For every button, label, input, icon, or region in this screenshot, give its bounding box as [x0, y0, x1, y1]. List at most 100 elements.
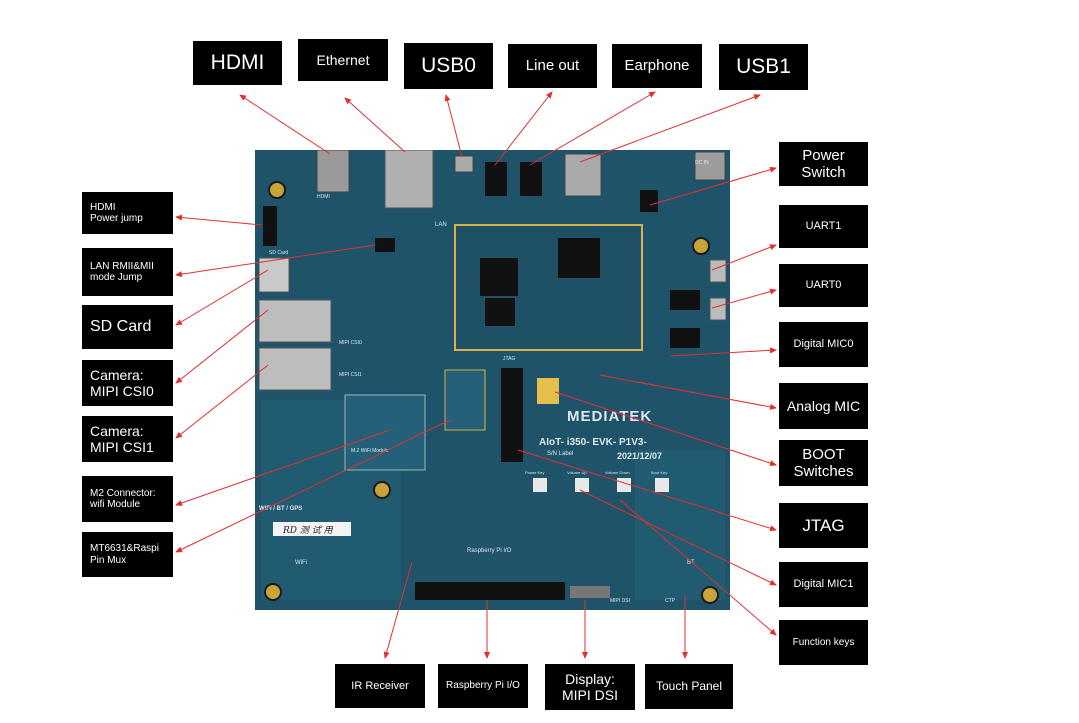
hdmi-connector — [316, 149, 350, 193]
csi1-connector — [258, 347, 332, 391]
arrow-function-keys — [619, 499, 777, 636]
brand-logo: MEDIATEK — [567, 408, 653, 425]
label-usb0: USB0 — [404, 43, 493, 89]
uart-chip — [670, 290, 700, 310]
arrow-line-out — [494, 91, 553, 166]
silk-m2: M.2 WiFi Module — [351, 448, 389, 454]
arrow-hdmi — [239, 94, 331, 155]
ethernet-jack — [384, 149, 434, 209]
arrow-mt6631 — [175, 419, 451, 553]
sn-label: S/N Label — [547, 451, 574, 457]
label-camera-csi1: Camera: MIPI CSI1 — [82, 416, 173, 462]
label-analog-mic: Analog MIC — [779, 383, 868, 429]
label-jtag: JTAG — [779, 503, 868, 548]
arrow-csi1 — [175, 364, 269, 439]
label-camera-csi0: Camera: MIPI CSI0 — [82, 360, 173, 406]
label-usb1: USB1 — [719, 44, 808, 90]
jtag-header — [501, 368, 523, 462]
silk-ctp: CTP — [665, 598, 675, 604]
handwritten-sticker: RD 测 试 用 — [283, 526, 333, 536]
board-date: 2021/12/07 — [617, 451, 663, 461]
mounting-hole — [692, 237, 710, 255]
hdmi-power-jumper — [263, 206, 277, 246]
arrow-digital-mic0 — [669, 347, 777, 357]
model-name: AIoT- i350- EVK- P1V3- — [539, 437, 647, 448]
function-key — [655, 478, 669, 492]
label-uart1: UART1 — [779, 205, 868, 248]
arrow-uart1 — [711, 244, 777, 271]
line-out-jack — [485, 162, 507, 196]
dsi-connector — [570, 586, 610, 598]
label-sd-card: SD Card — [82, 305, 173, 349]
arrow-uart0 — [711, 288, 777, 309]
earphone-jack — [520, 162, 542, 196]
arrow-usb1 — [579, 94, 761, 163]
label-digital-mic1: Digital MIC1 — [779, 562, 868, 607]
sd-card-slot — [258, 257, 290, 293]
mounting-hole — [264, 583, 282, 601]
label-raspberry-io: Raspberry Pi I/O — [438, 664, 528, 708]
silk-dcin: DC IN — [695, 160, 709, 166]
silk-vol-up: Volume Up — [567, 470, 587, 475]
usb0-connector — [454, 155, 474, 173]
arrow-csi0 — [175, 309, 269, 384]
mounting-hole — [373, 481, 391, 499]
label-function-keys: Function keys — [779, 620, 868, 665]
rpi-header — [415, 582, 565, 600]
silk-sdcard: SD Card — [269, 250, 289, 256]
label-mt6631-mux: MT6631&Raspi Pin Mux — [82, 532, 173, 577]
label-ir-receiver: IR Receiver — [335, 664, 425, 708]
label-digital-mic0: Digital MIC0 — [779, 322, 868, 367]
label-earphone: Earphone — [612, 44, 702, 88]
m2-slot — [344, 394, 426, 471]
silk-dsi: MIPI DSI — [610, 598, 631, 604]
label-m2-connector: M2 Connector: wifi Module — [82, 476, 173, 522]
arrow-digital-mic1 — [579, 489, 777, 586]
arrow-sd-card — [175, 269, 269, 326]
label-line-out: Line out — [508, 44, 597, 88]
arrow-jtag — [517, 449, 777, 532]
boot-switches-part — [537, 378, 559, 404]
mounting-hole — [268, 181, 286, 199]
arrow-lan-mode-jump — [175, 244, 376, 278]
mux-region — [444, 369, 486, 431]
arrow-power-switch — [649, 166, 777, 206]
pmic-chip — [485, 298, 515, 326]
label-touch-panel: Touch Panel — [645, 664, 733, 709]
lan-mode-jumper — [375, 238, 395, 252]
label-ethernet: Ethernet — [298, 39, 388, 81]
uart-chip — [670, 328, 700, 348]
label-power-switch: Power Switch — [779, 142, 868, 186]
label-boot-switches: BOOT Switches — [779, 440, 868, 486]
silk-csi1: MIPI CSI1 — [339, 372, 362, 378]
mounting-hole — [701, 586, 719, 604]
silk-csi0: MIPI CSI0 — [339, 340, 362, 346]
arrow-m2 — [175, 429, 391, 506]
silk-power-key: Power Key — [525, 470, 545, 475]
dc-in-jack — [694, 151, 726, 181]
soc-chip — [480, 258, 518, 296]
arrow-hdmi-power-jump — [175, 214, 263, 226]
silk-vol-down: Volume Down — [605, 470, 630, 475]
silk-rpi: Raspberry Pi I/O — [467, 548, 512, 554]
silk-wifi: WiFi — [295, 560, 307, 566]
arrow-analog-mic — [599, 374, 777, 410]
silk-wifi-bt: WiFi / BT / GPS — [259, 506, 303, 512]
label-hdmi-power-jump: HDMI Power jump — [82, 192, 173, 234]
evk-board: MEDIATEK AIoT- i350- EVK- P1V3- 2021/12/… — [255, 149, 730, 610]
function-key — [533, 478, 547, 492]
arrow-ethernet — [344, 97, 406, 153]
silk-lan: LAN — [435, 222, 447, 228]
silk-boot-key: Boot Key — [651, 470, 668, 475]
silk-jtag: JTAG — [503, 356, 516, 362]
arrow-boot-switches — [554, 391, 777, 466]
label-display-dsi: Display: MIPI DSI — [545, 664, 635, 710]
silk-hdmi: HDMI — [317, 194, 330, 200]
board-art — [255, 149, 730, 610]
arrow-usb0 — [444, 94, 463, 158]
sticker — [273, 522, 351, 536]
label-lan-mode-jump: LAN RMII&MII mode Jump — [82, 248, 173, 296]
label-uart0: UART0 — [779, 264, 868, 307]
arrow-earphone — [529, 91, 656, 166]
